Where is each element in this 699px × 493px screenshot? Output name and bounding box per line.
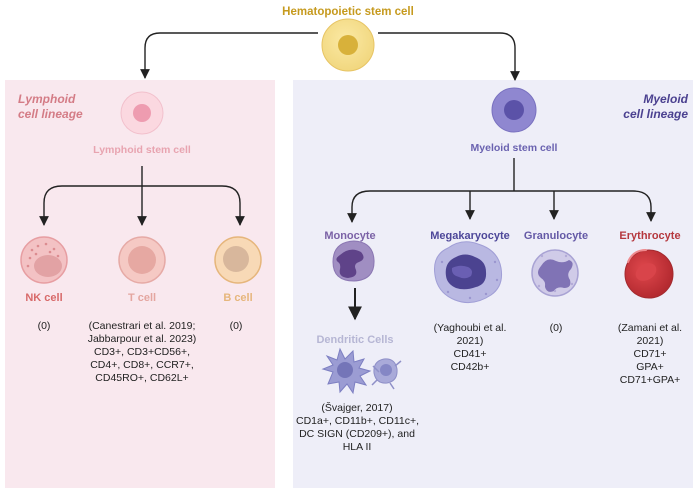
mk-ref-line-4: CD42b+ — [450, 361, 490, 373]
arrow-to-monocyte — [347, 190, 371, 223]
megakaryocyte-label: Megakaryocyte — [430, 230, 510, 242]
arrow-to-b — [221, 185, 245, 226]
hsc-to-lymphoid-arrow — [140, 32, 318, 79]
hematopoietic-stem-cell-icon — [321, 18, 375, 72]
myeloid-lineage-line-2: cell lineage — [623, 107, 688, 121]
myeloid-lineage-title: Myeloid cell lineage — [596, 92, 688, 122]
er-ref-line-1: (Zamani et al. — [617, 322, 683, 334]
arrow-to-nk — [39, 185, 63, 226]
er-ref-line-3: CD71+ — [633, 348, 667, 360]
t-ref-line-1: (Canestrari et al. 2019; — [88, 320, 196, 332]
dc-ref-line-3: DC SIGN (CD209+), and — [299, 428, 415, 440]
granulocyte-label: Granulocyte — [523, 230, 589, 242]
mk-ref-line-2: 2021) — [456, 335, 484, 347]
lymphoid-lineage-panel — [5, 80, 275, 488]
erythrocyte-icon — [624, 249, 674, 299]
erythrocyte-refs: (Zamani et al. 2021) CD71+ GPA+ CD71+GPA… — [606, 322, 694, 387]
dendritic-cells-refs: (Švajger, 2017) CD1a+, CD11b+, CD11c+, D… — [296, 402, 420, 454]
megakaryocyte-icon — [434, 241, 502, 304]
granulocyte-refs: (0) — [516, 322, 596, 335]
gr-ref-line-1: (0) — [549, 322, 563, 334]
mk-ref-line-1: (Yaghoubi et al. — [433, 322, 507, 334]
erythrocyte-label: Erythrocyte — [619, 230, 681, 242]
t-cell-refs: (Canestrari et al. 2019; Jabbarpour et a… — [80, 320, 204, 385]
t-ref-line-3: CD3+, CD3+CD56+, — [93, 346, 190, 358]
er-ref-line-4: GPA+ — [636, 361, 664, 373]
dendritic-cells-icon — [321, 347, 402, 395]
b-cell-refs: (0) — [196, 320, 276, 333]
mk-ref-line-3: CD41+ — [453, 348, 487, 360]
arrow-to-erythrocyte — [632, 190, 656, 222]
lymphoid-lineage-line-1: Lymphoid — [18, 92, 76, 106]
nk-ref-line-1: (0) — [37, 320, 51, 332]
dc-ref-line-1: (Švajger, 2017) — [321, 402, 393, 414]
hematopoietic-stem-cell-label: Hematopoietic stem cell — [282, 6, 414, 18]
hsc-to-myeloid-arrow — [378, 32, 520, 81]
lymphoid-lineage-title: Lymphoid cell lineage — [18, 92, 83, 122]
myeloid-stem-cell-label: Myeloid stem cell — [470, 142, 558, 154]
lymphoid-stem-cell-label: Lymphoid stem cell — [93, 144, 191, 156]
t-cell-icon — [118, 236, 166, 284]
lymphoid-lineage-line-2: cell lineage — [18, 107, 83, 121]
myeloid-stem-cell-icon — [491, 87, 537, 133]
connector-lines — [39, 32, 656, 321]
dc-ref-line-4: HLA II — [342, 441, 372, 453]
myeloid-lineage-line-1: Myeloid — [643, 92, 688, 106]
dendritic-cells-label: Dendritic Cells — [316, 334, 394, 346]
granulocyte-icon — [531, 249, 579, 297]
t-cell-label: T cell — [127, 292, 157, 304]
lymphoid-stem-cell-icon — [120, 91, 164, 135]
monocyte-label: Monocyte — [324, 230, 376, 242]
nk-cell-refs: (0) — [4, 320, 84, 333]
dc-ref-line-2: CD1a+, CD11b+, CD11c+, — [296, 415, 420, 427]
b-cell-icon — [214, 236, 262, 284]
nk-cell-label: NK cell — [25, 292, 63, 304]
er-ref-line-2: 2021) — [636, 335, 664, 347]
nk-cell-icon — [20, 236, 68, 284]
er-ref-line-5: CD71+GPA+ — [619, 374, 681, 386]
megakaryocyte-refs: (Yaghoubi et al. 2021) CD41+ CD42b+ — [420, 322, 520, 374]
b-cell-label: B cell — [223, 292, 253, 304]
b-ref-line-1: (0) — [229, 320, 243, 332]
t-ref-line-2: Jabbarpour et al. 2023) — [87, 333, 197, 345]
t-ref-line-5: CD45RO+, CD62L+ — [95, 372, 189, 384]
monocyte-icon — [332, 240, 375, 282]
t-ref-line-4: CD4+, CD8+, CCR7+, — [90, 359, 194, 371]
